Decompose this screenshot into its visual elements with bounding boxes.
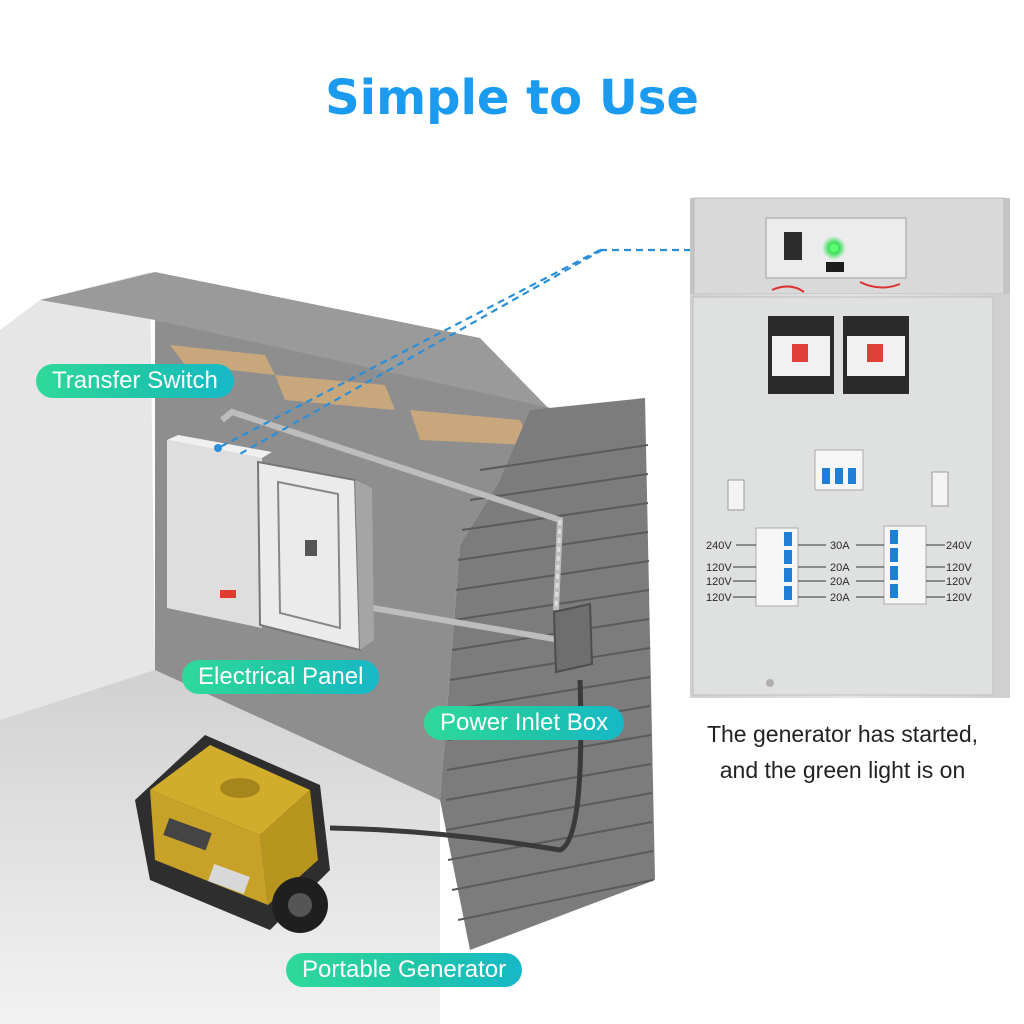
bracket-left	[727, 479, 745, 511]
connector-dot	[214, 444, 222, 452]
rating-right-4: 120V	[946, 592, 972, 604]
breaker-bank-left	[755, 527, 799, 607]
rating-center-2: 20A	[830, 562, 850, 574]
outer-wall	[0, 272, 155, 720]
joist-2	[275, 375, 395, 410]
siding-wall	[440, 398, 655, 950]
rating-left-2: 120V	[706, 562, 732, 574]
portable-generator	[135, 735, 330, 933]
power-inlet-box	[552, 602, 594, 674]
conduit-panel	[354, 602, 561, 643]
label-transfer-switch: Transfer Switch	[36, 364, 234, 398]
conduit-inlet-dashed	[554, 519, 562, 611]
rating-right-3: 120V	[946, 576, 972, 588]
rating-left-1: 240V	[706, 540, 732, 552]
rating-left-3: 120V	[706, 576, 732, 588]
contactor-left	[768, 316, 834, 394]
main-breaker	[814, 449, 864, 491]
caption-text: The generator has started, and the green…	[706, 721, 979, 783]
page-title: Simple to Use	[325, 70, 699, 126]
rating-center-1: 30A	[830, 540, 850, 552]
rating-right-2: 120V	[946, 562, 972, 574]
label-power-inlet-box: Power Inlet Box	[424, 706, 625, 740]
joist-3	[410, 410, 530, 445]
bracket-right	[931, 471, 949, 507]
rating-left-4: 120V	[706, 592, 732, 604]
joist-1	[170, 345, 275, 375]
label-electrical-panel: Electrical Panel	[182, 660, 380, 694]
breaker-bank-right	[883, 525, 927, 605]
transfer-switch-box	[167, 435, 272, 628]
label-portable-generator: Portable Generator	[286, 953, 523, 987]
rating-center-4: 20A	[830, 592, 850, 604]
contactor-right	[843, 316, 909, 394]
generator-cord	[329, 679, 584, 853]
rating-center-3: 20A	[830, 576, 850, 588]
transfer-switch-cabinet: 240V 120V 120V 120V 30A 20A 20A 20A 240V…	[690, 197, 1010, 698]
rating-right-1: 240V	[946, 540, 972, 552]
electrical-panel-box	[256, 460, 374, 652]
